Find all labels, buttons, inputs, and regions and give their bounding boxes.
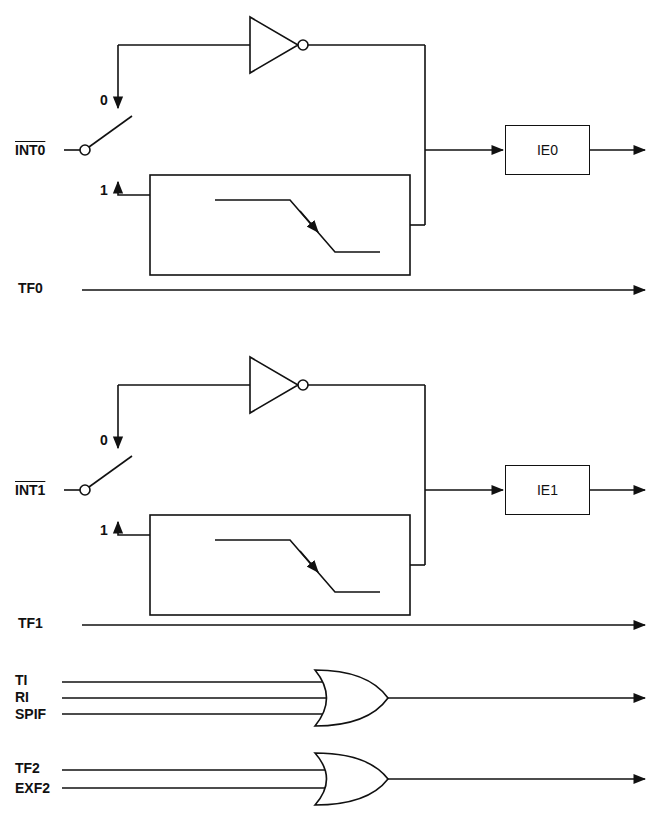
signal-label: 0 — [100, 432, 108, 448]
signal-label: RI — [15, 689, 29, 705]
signal-label: INT1 — [15, 482, 45, 498]
signal-label: TF2 — [15, 760, 40, 776]
flag-box: IE0 — [505, 125, 590, 175]
signal-label: INT0 — [15, 142, 45, 158]
signal-label: TF0 — [18, 280, 43, 296]
signal-label: TF1 — [18, 615, 43, 631]
signal-label: EXF2 — [15, 780, 50, 796]
signal-label: 0 — [100, 92, 108, 108]
signal-label: TI — [15, 672, 27, 688]
signal-label: 1 — [100, 182, 108, 198]
signal-label: SPIF — [15, 706, 46, 722]
flag-name: IE1 — [537, 482, 558, 498]
signal-label: 1 — [100, 522, 108, 538]
flag-box: IE1 — [505, 465, 590, 515]
flag-name: IE0 — [537, 142, 558, 158]
